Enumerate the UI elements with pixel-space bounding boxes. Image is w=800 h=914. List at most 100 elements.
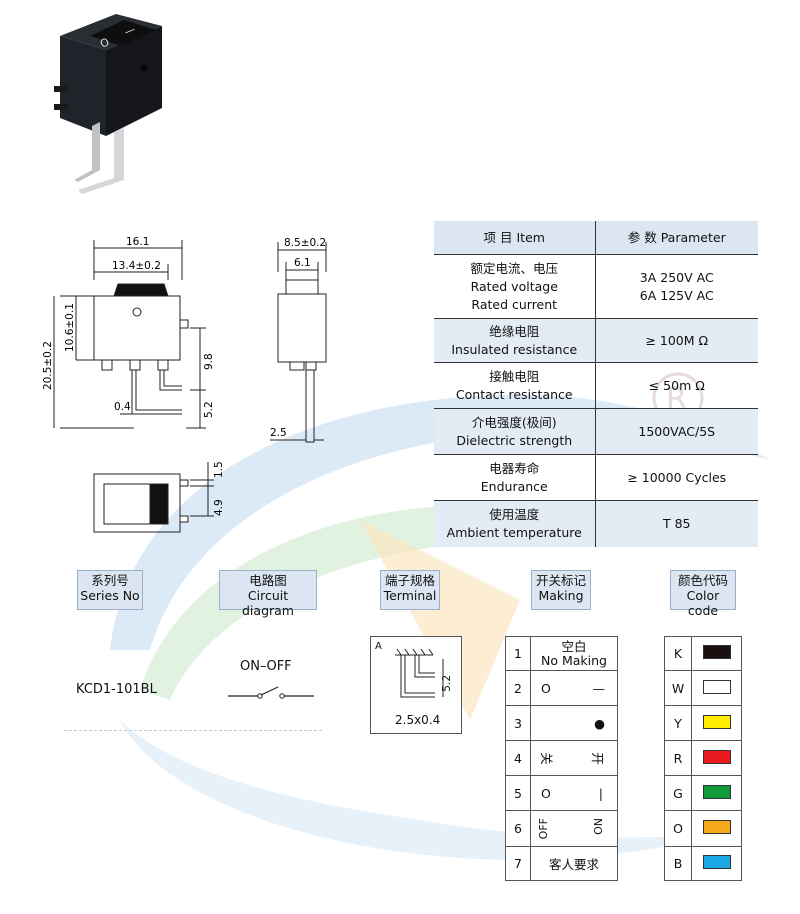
side-view-drawing: 8.5±0.2 6.1 2.5 bbox=[270, 237, 327, 443]
color-swatch-cell bbox=[691, 740, 742, 776]
color-row: G bbox=[664, 775, 742, 811]
color-code-letter: K bbox=[664, 636, 692, 671]
header-terminal: 端子规格 Terminal bbox=[380, 570, 440, 610]
dashed-divider bbox=[64, 730, 322, 731]
color-swatch bbox=[702, 855, 731, 869]
spec-header-item: 项 目 Item bbox=[434, 221, 596, 255]
making-row-2: O — bbox=[530, 670, 618, 706]
terminal-letter: A bbox=[375, 641, 382, 652]
switch-mark-on: — bbox=[122, 23, 137, 39]
dim-front-pin-height: 9.8 bbox=[203, 353, 215, 370]
dim-side-width-total: 8.5±0.2 bbox=[284, 237, 326, 249]
making-row-5: O | bbox=[530, 775, 618, 811]
color-row: Y bbox=[664, 705, 742, 741]
switch-symbol-icon bbox=[228, 686, 314, 699]
color-swatch bbox=[702, 645, 731, 659]
spec-row-temperature: 使用温度 Ambient temperature bbox=[434, 500, 596, 547]
color-row: K bbox=[664, 636, 742, 671]
color-swatch-cell bbox=[691, 846, 742, 881]
color-row: W bbox=[664, 670, 742, 706]
dim-front-height-body: 10.6±0.1 bbox=[64, 303, 76, 352]
making-row-2-left: O bbox=[541, 680, 551, 696]
dim-side-pin-thickness: 2.5 bbox=[270, 427, 287, 439]
terminal-box: A 5.2 2.5x0.4 bbox=[370, 636, 462, 734]
header-making: 开关标记 Making bbox=[531, 570, 591, 610]
header-color-cn: 颜色代码 bbox=[677, 573, 728, 588]
making-row-5-left: O bbox=[541, 785, 551, 801]
making-row-3: ● bbox=[530, 705, 618, 741]
dim-front-height-total: 20.5±0.2 bbox=[42, 341, 54, 390]
dim-bottom-pitch-a: 1.5 bbox=[213, 461, 225, 478]
spec-insulation-en: Insulated resistance bbox=[451, 341, 578, 357]
making-num-1: 1 bbox=[505, 636, 531, 671]
header-circuit-cn: 电路图 bbox=[249, 573, 287, 588]
color-row: O bbox=[664, 810, 742, 847]
terminal-dim-height: 5.2 bbox=[441, 675, 453, 692]
color-row: R bbox=[664, 740, 742, 776]
series-number: KCD1-101BL bbox=[76, 682, 157, 697]
making-row-2-right: — bbox=[592, 680, 606, 696]
spec-row-endurance: 电器寿命 Endurance bbox=[434, 454, 596, 501]
terminal-drawing bbox=[395, 648, 444, 698]
dim-front-width-total: 16.1 bbox=[126, 236, 149, 248]
making-num-6: 6 bbox=[505, 810, 531, 847]
making-num-3: 3 bbox=[505, 705, 531, 741]
header-color-en: Color code bbox=[686, 588, 720, 618]
making-num-5: 5 bbox=[505, 775, 531, 811]
spec-row-dielectric: 介电强度(极间) Dielectric strength bbox=[434, 408, 596, 455]
spec-rated-en1: Rated voltage bbox=[470, 278, 558, 294]
color-code-letter: W bbox=[664, 670, 692, 706]
color-row: B bbox=[664, 846, 742, 881]
spec-rated-cn: 额定电流、电压 bbox=[470, 260, 558, 276]
header-making-en: Making bbox=[538, 588, 584, 603]
making-num-4: 4 bbox=[505, 740, 531, 776]
spec-endurance-cn: 电器寿命 bbox=[489, 460, 540, 476]
color-swatch bbox=[702, 679, 731, 694]
color-swatch bbox=[702, 749, 731, 764]
making-row-4: 关 开 bbox=[530, 740, 618, 776]
spec-value-rated: 3A 250V AC 6A 125V AC bbox=[595, 254, 758, 319]
color-swatch-cell bbox=[691, 636, 742, 671]
spec-value-temperature: T 85 bbox=[595, 500, 758, 547]
spec-dielectric-cn: 介电强度(极间) bbox=[471, 414, 557, 430]
terminal-size: 2.5x0.4 bbox=[395, 713, 441, 727]
spec-rated-v1: 3A 250V AC bbox=[639, 269, 714, 285]
color-code-letter: Y bbox=[664, 705, 692, 741]
color-code-letter: B bbox=[664, 846, 692, 881]
making-row-5-right: | bbox=[598, 785, 603, 801]
spec-table: 项 目 Item 参 数 Parameter 额定电流、电压 Rated vol… bbox=[434, 221, 758, 547]
color-swatch-cell bbox=[691, 810, 742, 847]
color-code-letter: O bbox=[664, 810, 692, 847]
making-row-4-right: 开 bbox=[590, 751, 606, 765]
dim-front-leg-height: 5.2 bbox=[203, 401, 215, 418]
making-table: 1 空白 No Making 2 O — 3 ● 4 关 开 5 O | 6 bbox=[505, 636, 618, 881]
header-terminal-cn: 端子规格 bbox=[384, 573, 435, 588]
header-series-en: Series No bbox=[80, 588, 140, 603]
header-circuit-en: Circuit diagram bbox=[242, 588, 294, 618]
making-num-2: 2 bbox=[505, 670, 531, 706]
making-row-1: 空白 No Making bbox=[530, 636, 618, 671]
making-row-6-left: OFF bbox=[537, 817, 550, 840]
spec-temperature-en: Ambient temperature bbox=[446, 524, 582, 540]
header-series-no: 系列号 Series No bbox=[77, 570, 143, 610]
making-row-7: 客人要求 bbox=[530, 846, 618, 881]
spec-dielectric-en: Dielectric strength bbox=[456, 432, 573, 448]
making-row-1-en: No Making bbox=[541, 652, 607, 668]
color-swatch-cell bbox=[691, 670, 742, 706]
making-row-3-right: ● bbox=[594, 715, 605, 731]
spec-rated-v2: 6A 125V AC bbox=[639, 287, 714, 303]
color-swatch-cell bbox=[691, 705, 742, 741]
dim-front-width-inner: 13.4±0.2 bbox=[112, 260, 161, 272]
color-code-letter: G bbox=[664, 775, 692, 811]
bottom-view-drawing: 1.5 4.9 bbox=[93, 461, 225, 533]
spec-row-insulation: 绝缘电阻 Insulated resistance bbox=[434, 318, 596, 363]
color-swatch bbox=[702, 820, 731, 834]
spec-contact-cn: 接触电阻 bbox=[489, 368, 540, 384]
spec-temperature-cn: 使用温度 bbox=[489, 506, 540, 522]
header-color-code: 颜色代码 Color code bbox=[670, 570, 736, 618]
spec-value-contact: ≤ 50m Ω bbox=[595, 362, 758, 409]
color-swatch bbox=[702, 714, 731, 729]
circuit-label: ON–OFF bbox=[240, 659, 292, 674]
front-view-drawing: 16.1 13.4±0.2 20.5±0.2 10.6±0.1 9.8 5.2 … bbox=[42, 236, 215, 429]
